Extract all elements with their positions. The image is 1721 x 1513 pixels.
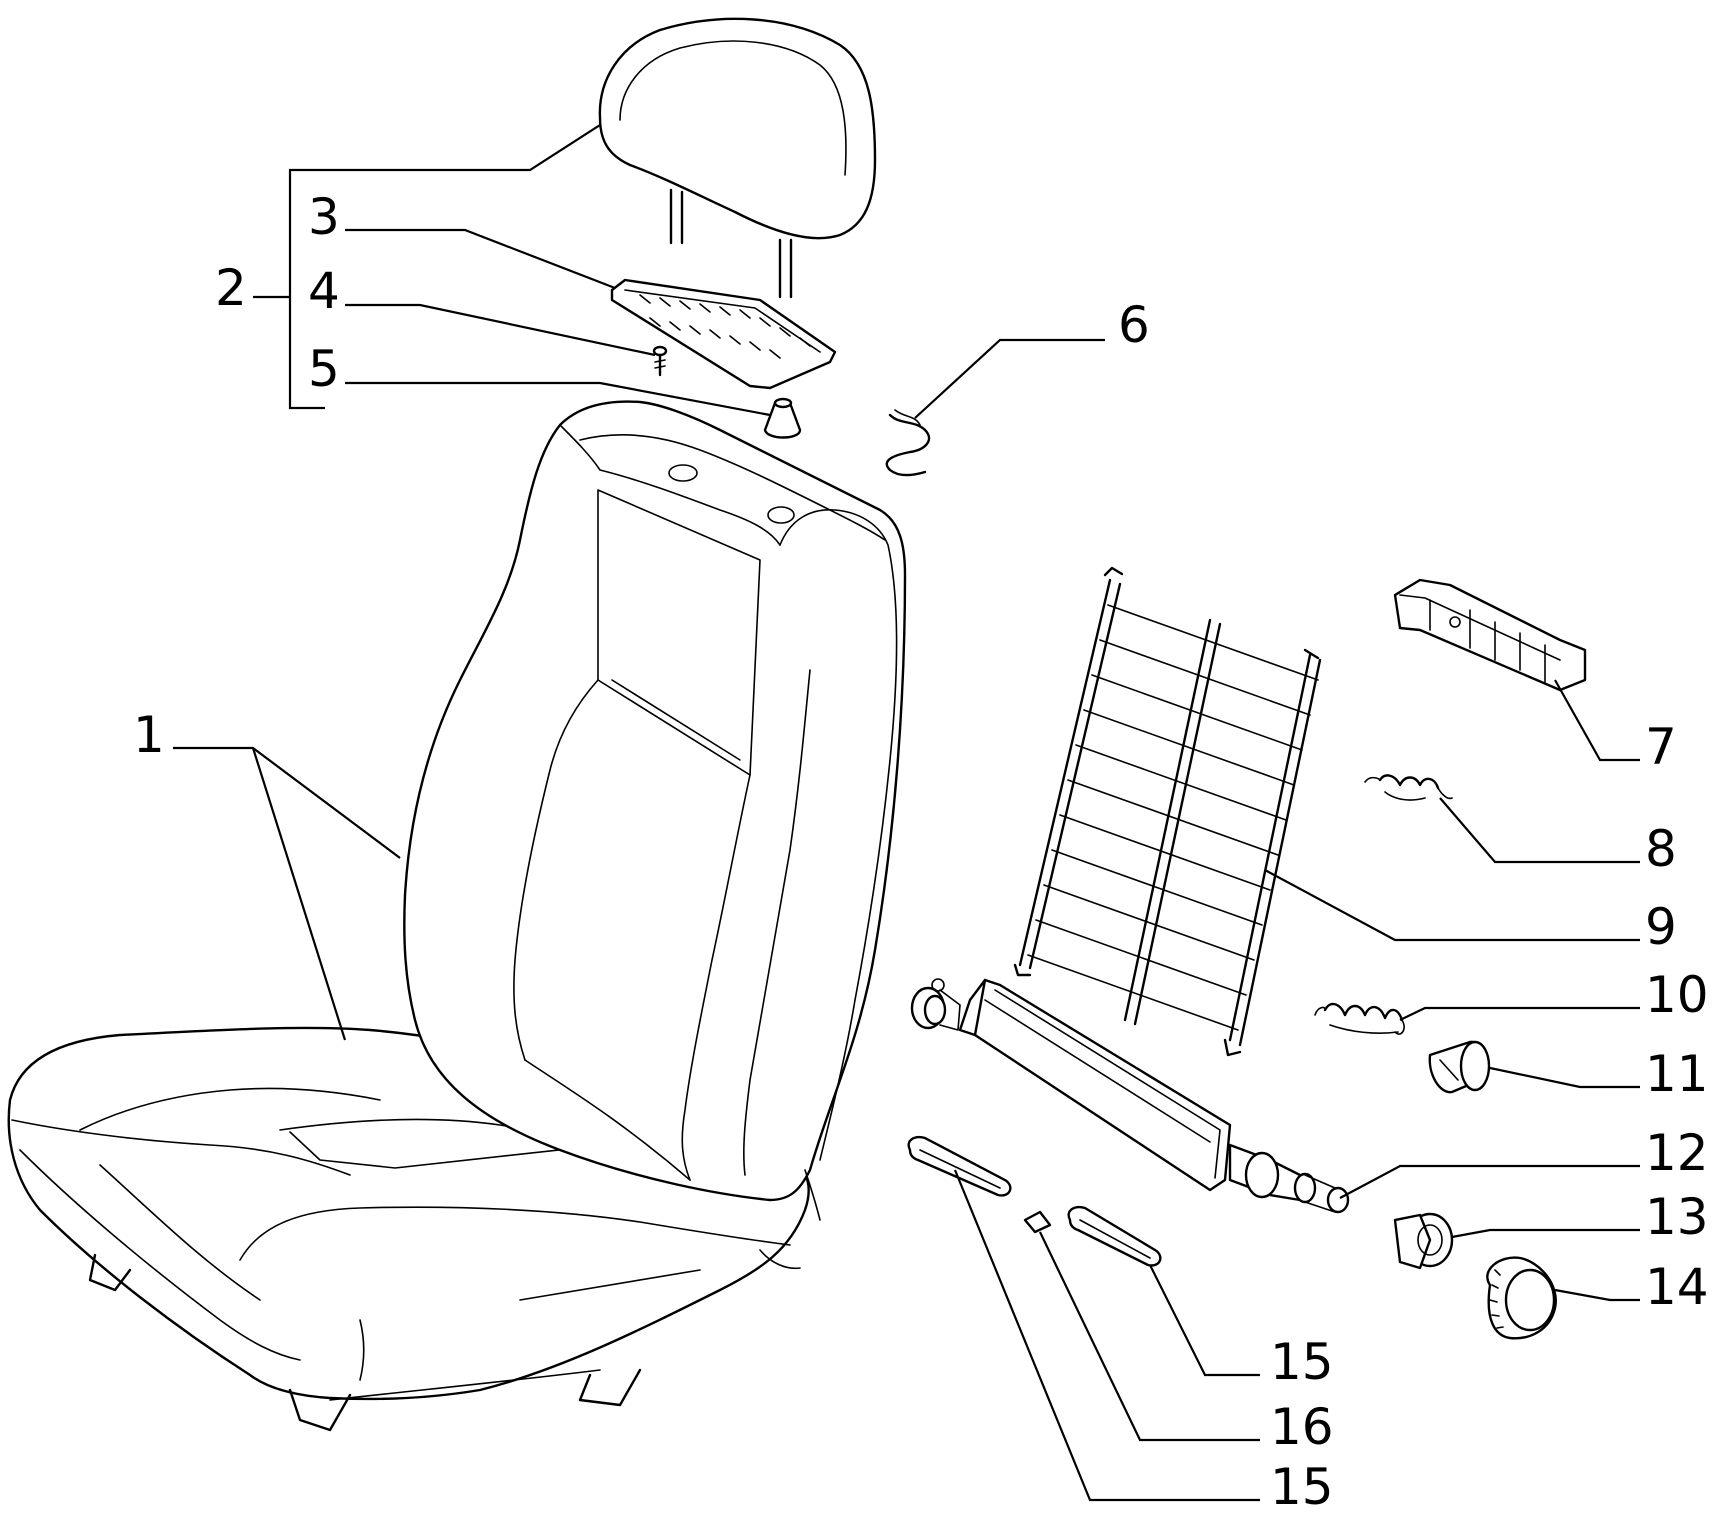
callout-16: 16 — [1270, 1398, 1334, 1456]
callout-1: 1 — [133, 706, 165, 764]
adjuster-rod-part-12 — [910, 978, 1350, 1214]
callout-6: 6 — [1118, 296, 1150, 354]
callout-11: 11 — [1645, 1045, 1709, 1103]
knob-housing-part-11 — [1428, 1040, 1491, 1094]
bracket-part-7 — [1393, 578, 1587, 692]
callout-4: 4 — [308, 262, 340, 320]
wire-loop-part-15-a — [907, 1136, 1012, 1197]
wire-loop-part-15-b — [1067, 1206, 1162, 1267]
callout-8: 8 — [1645, 820, 1677, 878]
bushing-part-5 — [763, 397, 802, 439]
callout-9: 9 — [1645, 898, 1677, 956]
callout-3: 3 — [308, 188, 340, 246]
screw-part-4 — [652, 345, 668, 377]
seat-part-1 — [7, 400, 907, 1432]
spring-clip-part-6 — [885, 409, 931, 477]
callout-10: 10 — [1645, 966, 1709, 1024]
wire-clip-part-16 — [1023, 1210, 1052, 1234]
callout-7: 7 — [1645, 718, 1677, 776]
small-spring-part-8 — [1364, 774, 1453, 801]
callout-12: 12 — [1645, 1124, 1709, 1182]
bushing-part-13 — [1393, 1212, 1454, 1270]
callout-2: 2 — [215, 259, 247, 317]
callout-5: 5 — [308, 340, 340, 398]
adjuster-knob-part-14 — [1486, 1256, 1557, 1340]
wire-frame-part-9 — [1013, 566, 1322, 1057]
callout-15-lower: 15 — [1270, 1458, 1334, 1513]
callout-14: 14 — [1645, 1258, 1709, 1316]
headrest-part-2 — [598, 17, 877, 299]
tension-spring-part-10 — [1314, 1002, 1405, 1035]
callout-15-upper: 15 — [1270, 1333, 1334, 1391]
callout-labels: 1 2 3 4 5 6 7 8 9 10 11 12 13 14 15 16 1… — [133, 188, 1709, 1513]
guide-plate-part-3 — [610, 278, 837, 390]
leader-lines — [173, 124, 1640, 1502]
callout-13: 13 — [1645, 1188, 1709, 1246]
